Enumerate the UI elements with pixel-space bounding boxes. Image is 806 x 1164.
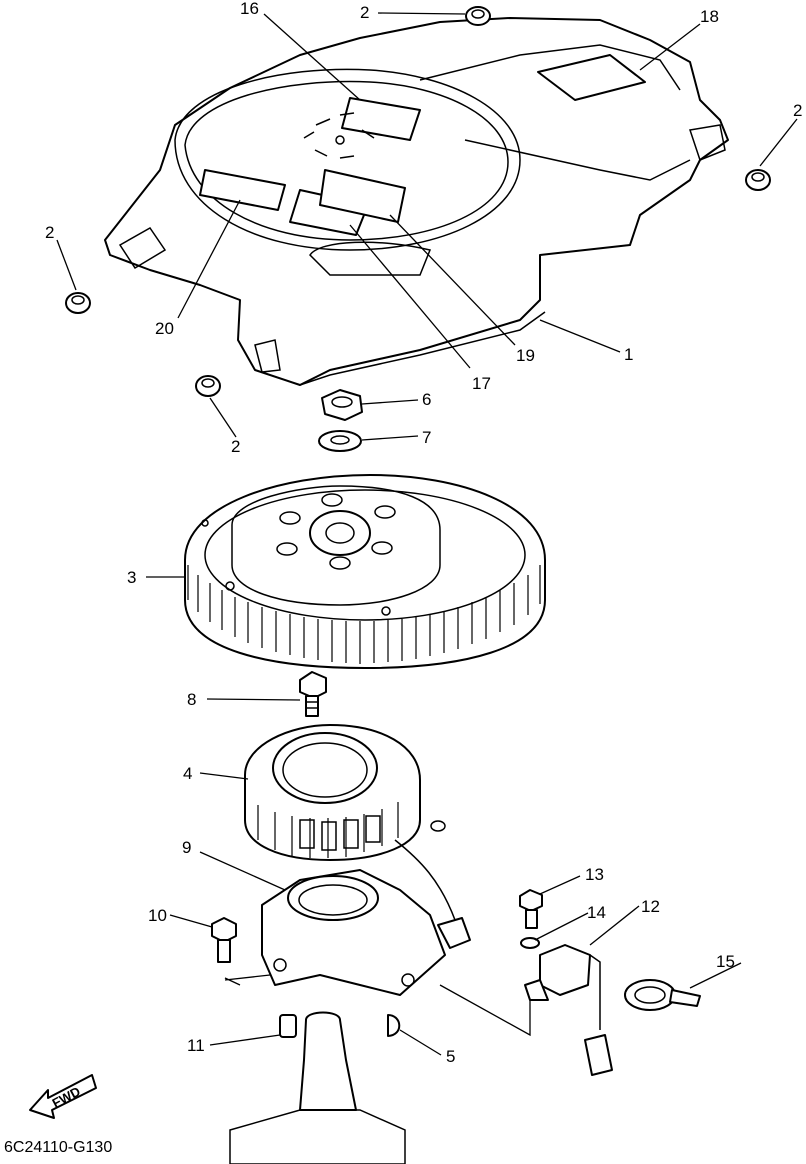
callout-3: 3 bbox=[127, 568, 136, 587]
callout-1: 1 bbox=[624, 345, 633, 364]
collar-part-11 bbox=[279, 1014, 297, 1038]
callout-11: 11 bbox=[187, 1036, 205, 1055]
nut-part-6 bbox=[321, 389, 363, 421]
grommet-part-2-top bbox=[465, 6, 491, 26]
stator-part-4 bbox=[244, 724, 456, 921]
base-plate-part-9 bbox=[261, 869, 471, 996]
flywheel-cover-part-1 bbox=[104, 17, 729, 386]
woodruff-key-part-5 bbox=[387, 1014, 401, 1037]
callout-10: 10 bbox=[148, 906, 167, 925]
flywheel-part-3 bbox=[184, 474, 546, 669]
callout-8: 8 bbox=[187, 690, 196, 709]
grommet-part-2-right bbox=[745, 169, 771, 191]
bolt-part-10 bbox=[211, 917, 237, 963]
callout-9: 9 bbox=[182, 838, 191, 857]
callout-16: 16 bbox=[240, 0, 259, 18]
crankshaft-reference bbox=[229, 1011, 406, 1164]
bolt-part-13 bbox=[519, 889, 543, 929]
callout-2-lower: 2 bbox=[231, 437, 240, 456]
callout-2-right: 2 bbox=[793, 101, 802, 120]
diagram-code: 6C24110-G130 bbox=[4, 1139, 112, 1156]
callout-4: 4 bbox=[183, 764, 192, 783]
callout-20: 20 bbox=[155, 319, 174, 338]
washer-part-7 bbox=[318, 430, 362, 452]
callout-14: 14 bbox=[587, 903, 606, 922]
callout-17: 17 bbox=[472, 374, 491, 393]
leader-lines bbox=[56, 12, 798, 1056]
bolt-part-8 bbox=[299, 671, 327, 717]
grommet-part-2-left bbox=[65, 292, 91, 314]
callout-5: 5 bbox=[446, 1047, 455, 1066]
grommet-part-2-lower bbox=[195, 375, 221, 397]
pulser-coil-part-12 bbox=[524, 944, 613, 1076]
callout-2-top: 2 bbox=[360, 3, 369, 22]
callout-12: 12 bbox=[641, 897, 660, 916]
callout-19: 19 bbox=[516, 346, 535, 365]
cable-tie-part-15 bbox=[624, 979, 701, 1011]
callout-6: 6 bbox=[422, 390, 431, 409]
washer-part-14 bbox=[520, 937, 540, 949]
callout-13: 13 bbox=[585, 865, 604, 884]
fwd-label: FWD bbox=[50, 1084, 83, 1111]
callout-15: 15 bbox=[716, 952, 735, 971]
callout-7: 7 bbox=[422, 428, 431, 447]
fwd-arrow-icon: FWD bbox=[29, 1074, 97, 1119]
callout-18: 18 bbox=[700, 7, 719, 26]
callout-2-left: 2 bbox=[45, 223, 54, 242]
callout-labels: 16 2 18 2 2 20 19 1 17 6 2 7 3 8 4 9 13 … bbox=[45, 0, 802, 1066]
